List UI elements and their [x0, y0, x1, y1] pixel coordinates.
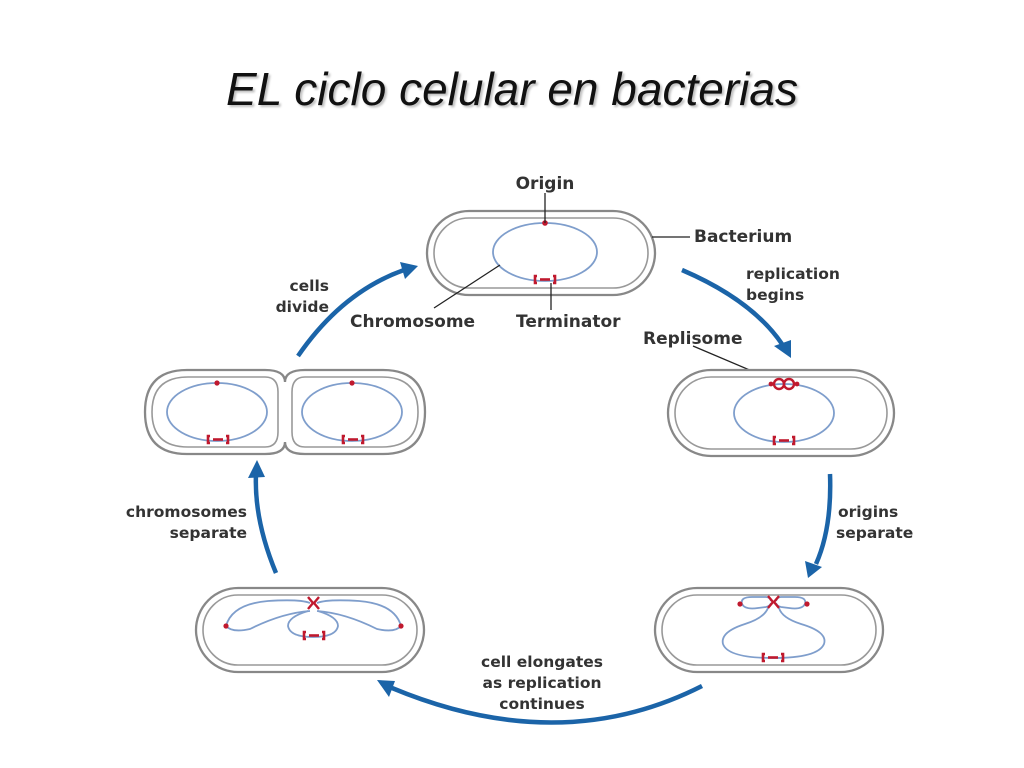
- arrow-chromosomes-separate: [253, 473, 279, 574]
- label-terminator: Terminator: [516, 312, 621, 332]
- cell-origins-separated: [653, 586, 885, 674]
- replisome-marker: [768, 377, 800, 391]
- label-chromosome: Chromosome: [350, 312, 475, 332]
- arrow-cell-elongates: [391, 683, 704, 725]
- step-cell-elongates-line1: cell elongates: [481, 653, 603, 671]
- cell-replication-begun: [666, 368, 896, 458]
- cycle-arrows: [248, 262, 833, 725]
- step-cell-elongates-line3: continues: [499, 695, 584, 713]
- arrow-replication-begins: [681, 267, 784, 346]
- cell-elongated: [194, 586, 426, 674]
- step-replication-begins-line1: replication: [746, 265, 840, 283]
- step-cell-elongates-line2: as replication: [482, 674, 601, 692]
- cell-dividing: [143, 368, 427, 456]
- step-origins-separate-line1: origins: [838, 503, 898, 521]
- terminator-marker: [533, 274, 557, 285]
- step-replication-begins-line2: begins: [746, 286, 804, 304]
- step-chromosomes-separate-line1: chromosomes: [126, 503, 247, 521]
- label-origin: Origin: [516, 174, 575, 194]
- step-cells-divide-line1: cells: [289, 277, 329, 295]
- label-bacterium: Bacterium: [694, 227, 792, 247]
- arrow-origins-separate: [813, 473, 833, 565]
- step-origins-separate-line2: separate: [836, 524, 913, 542]
- cell-initial: [425, 209, 657, 297]
- slide-title: EL ciclo celular en bacterias: [226, 63, 798, 115]
- label-leaders: [433, 193, 779, 383]
- label-replisome: Replisome: [643, 329, 743, 349]
- step-chromosomes-separate-line2: separate: [170, 524, 247, 542]
- step-cells-divide-line2: divide: [276, 298, 329, 316]
- arrow-cells-divide: [296, 267, 405, 358]
